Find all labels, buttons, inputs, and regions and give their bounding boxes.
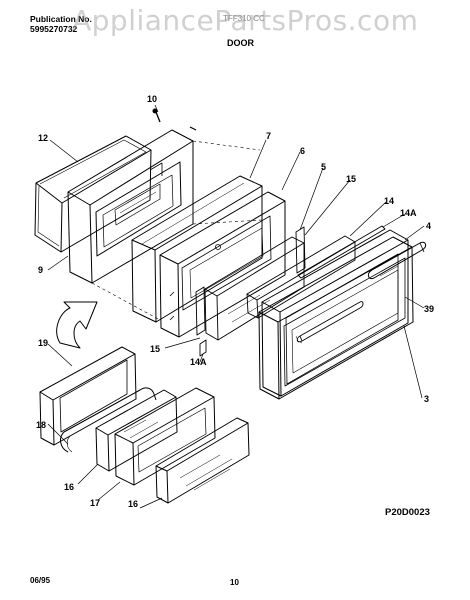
- footer-date: 06/95: [30, 576, 51, 585]
- publication-label: Publication No.: [30, 14, 92, 24]
- front-door-panel: [258, 236, 414, 400]
- door-handle: [367, 241, 427, 280]
- callout-3: 3: [424, 394, 430, 404]
- callout-17: 17: [90, 498, 101, 508]
- callout-14a: 14A: [400, 208, 417, 218]
- door-trim: [39, 346, 137, 446]
- publication-number: 5995270732: [30, 24, 78, 34]
- inner-door-panel: [67, 129, 194, 284]
- diagram-code: P20D0023: [385, 507, 430, 518]
- model-number: TFF310 CC: [223, 14, 265, 23]
- callout-12: 12: [38, 133, 49, 143]
- callout-14a-lower: 14A: [190, 357, 207, 367]
- callout-10: 10: [147, 94, 158, 104]
- lower-glass: [155, 417, 250, 504]
- door-gasket: [34, 135, 152, 253]
- callout-4: 4: [426, 221, 432, 231]
- callout-18: 18: [36, 420, 47, 430]
- outer-door-panel: [131, 175, 263, 323]
- trim-gasket: [60, 387, 157, 453]
- callout-19: 19: [38, 338, 49, 348]
- page-number: 10: [230, 578, 239, 587]
- screw: [152, 108, 197, 131]
- alignment-lines: [91, 140, 263, 321]
- callout-16: 16: [64, 482, 75, 492]
- callout-15-lower: 15: [150, 344, 161, 354]
- glass-retainer: [195, 226, 306, 336]
- assembly-arrow-icon: [56, 301, 98, 349]
- section-title: DOOR: [227, 38, 254, 48]
- callout-7: 7: [266, 131, 272, 141]
- callout-9: 9: [38, 265, 44, 275]
- upper-glass: [95, 389, 178, 472]
- lower-frame: [114, 387, 216, 486]
- callout-16-lower: 16: [128, 499, 139, 509]
- callout-6: 6: [300, 146, 306, 156]
- window-frame: [159, 191, 286, 338]
- spacer-strip: [199, 225, 386, 357]
- callout-15: 15: [346, 174, 357, 184]
- leader-lines: [47, 104, 425, 509]
- callout-14: 14: [384, 196, 395, 206]
- watermark: AppliancePartsPros.com: [72, 4, 419, 37]
- callout-5: 5: [321, 162, 327, 172]
- callout-39: 39: [424, 304, 435, 314]
- glass-panel: [246, 235, 356, 319]
